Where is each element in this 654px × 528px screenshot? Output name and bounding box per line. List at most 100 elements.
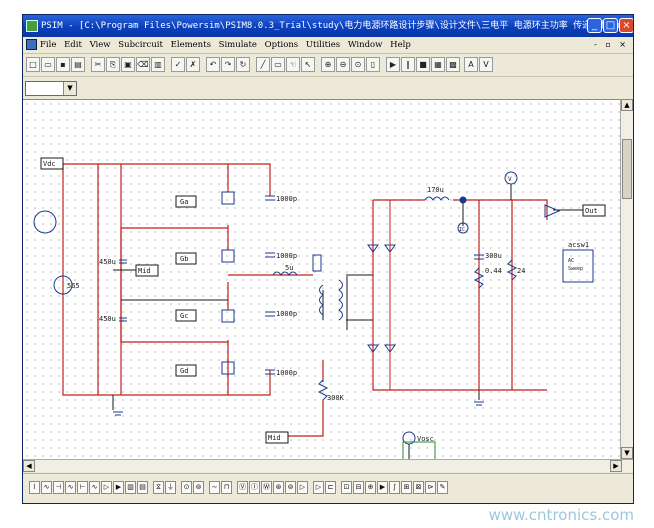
switch-c-icon[interactable]	[221, 309, 235, 323]
element-text-icon[interactable]: ✎	[437, 481, 448, 494]
menu-file[interactable]: File	[40, 40, 57, 50]
element-limiter-icon[interactable]: ⊏	[325, 481, 336, 494]
wire-icon[interactable]: ╱	[256, 57, 270, 72]
element-rl-icon[interactable]: ∿	[65, 481, 76, 494]
voltage-probe-icon[interactable]	[504, 171, 518, 185]
scroll-right-icon[interactable]: ▶	[610, 460, 622, 472]
scroll-down-icon[interactable]: ▼	[621, 447, 633, 459]
maximize-button[interactable]: □	[603, 18, 618, 33]
element-gating-icon[interactable]: ⊡	[341, 481, 352, 494]
copy-icon[interactable]: ⎘	[106, 57, 120, 72]
element-wprobe-icon[interactable]: Ⓦ	[261, 481, 272, 494]
element-sum-icon[interactable]: ⊕	[365, 481, 376, 494]
element-inductor-icon[interactable]: ∿	[41, 481, 52, 494]
text-tool-button[interactable]: A	[464, 57, 478, 72]
element-capacitor-icon[interactable]: ⊣	[53, 481, 64, 494]
menu-subcircuit[interactable]: Subcircuit	[118, 40, 163, 50]
vertical-scroll-thumb[interactable]	[622, 139, 632, 199]
element-integrator-icon[interactable]: ∫	[389, 481, 400, 494]
cancel-icon[interactable]: ✗	[186, 57, 200, 72]
page-icon[interactable]: ▯	[366, 57, 380, 72]
element-meter-icon[interactable]: ⊛	[273, 481, 284, 494]
element-ground-icon[interactable]: ⏚	[165, 481, 176, 494]
mdi-controls[interactable]: - ▫ ×	[594, 40, 629, 49]
transformer-secondary-icon[interactable]	[338, 279, 343, 321]
gc-label-box[interactable]	[175, 309, 197, 322]
out-label-box[interactable]	[582, 204, 606, 217]
graph-icon[interactable]: ▩	[446, 57, 460, 72]
label-icon[interactable]: ▭	[271, 57, 285, 72]
switch-a-icon[interactable]	[221, 191, 235, 205]
run-simulation-icon[interactable]: ▶	[386, 57, 400, 72]
print-icon[interactable]: ▤	[71, 57, 85, 72]
close-button[interactable]: ×	[619, 18, 633, 33]
minimize-button[interactable]: _	[587, 18, 602, 33]
element-comparator-icon[interactable]: ▷	[313, 481, 324, 494]
menu-window[interactable]: Window	[347, 40, 383, 50]
element-flag-icon[interactable]: ▷	[297, 481, 308, 494]
element-ac-sweep-icon[interactable]: ⊞	[401, 481, 412, 494]
element-vsource-icon[interactable]: ⊙	[181, 481, 192, 494]
title-bar[interactable]: PSIM - [C:\Program Files\Powersim\PSIM8.…	[23, 15, 633, 37]
element-param-icon[interactable]: ⊠	[413, 481, 424, 494]
zoom-out-icon[interactable]: ⊖	[336, 57, 350, 72]
pointer-icon[interactable]: ↖	[301, 57, 315, 72]
menu-view[interactable]: View	[89, 40, 111, 50]
scroll-left-icon[interactable]: ◀	[23, 460, 35, 472]
chevron-down-icon[interactable]: ▼	[63, 82, 76, 95]
horizontal-scrollbar[interactable]: ◀ ▶	[23, 459, 633, 472]
voltage-probe-button[interactable]: V	[479, 57, 493, 72]
hand-icon[interactable]: ☜	[286, 57, 300, 72]
blocking-resistor-icon[interactable]	[317, 379, 329, 401]
element-combo[interactable]: ▼	[25, 81, 77, 96]
transformer-primary-icon[interactable]	[319, 284, 324, 316]
element-rlc-icon[interactable]: ∿	[89, 481, 100, 494]
new-file-icon[interactable]: □	[26, 57, 40, 72]
element-isource-icon[interactable]: ⊚	[193, 481, 204, 494]
menu-utilities[interactable]: Utilities	[305, 40, 341, 50]
dc-source-icon[interactable]	[53, 275, 73, 295]
clipboard-icon[interactable]: ▥	[151, 57, 165, 72]
switch-d-icon[interactable]	[221, 361, 235, 375]
zoom-fit-icon[interactable]: ⊙	[351, 57, 365, 72]
element-resistor-icon[interactable]: ⌇	[29, 481, 40, 494]
output-inductor-icon[interactable]	[424, 196, 450, 201]
clock-source-icon[interactable]	[33, 210, 57, 234]
element-igbt-icon[interactable]: ▤	[137, 481, 148, 494]
element-thyristor-icon[interactable]: ▶	[113, 481, 124, 494]
element-diode-icon[interactable]: ▷	[101, 481, 112, 494]
open-file-icon[interactable]: ▭	[41, 57, 55, 72]
simview-icon[interactable]: ▦	[431, 57, 445, 72]
buffer-icon[interactable]	[544, 204, 561, 218]
menu-simulate[interactable]: Simulate	[218, 40, 257, 50]
redo-icon[interactable]: ↷	[221, 57, 235, 72]
pause-icon[interactable]: ∥	[401, 57, 415, 72]
element-mosfet-icon[interactable]: ▥	[125, 481, 136, 494]
element-sine-icon[interactable]: ∼	[209, 481, 220, 494]
element-iprobe-icon[interactable]: Ⓘ	[249, 481, 260, 494]
undo-icon[interactable]: ↶	[206, 57, 220, 72]
schematic-canvas[interactable]: Vdc 565 450u 450u Mid Ga Gb Gc Gd 1000p …	[23, 99, 621, 500]
gb-label-box[interactable]	[175, 252, 197, 265]
mid-label-box[interactable]	[135, 264, 159, 277]
delete-icon[interactable]: ⌫	[136, 57, 150, 72]
switch-b-icon[interactable]	[221, 249, 235, 263]
element-gain-icon[interactable]: ▶	[377, 481, 388, 494]
element-vprobe-icon[interactable]: Ⓥ	[237, 481, 248, 494]
menu-options[interactable]: Options	[264, 40, 299, 50]
paste-icon[interactable]: ▣	[121, 57, 135, 72]
element-rc-icon[interactable]: ⊢	[77, 481, 88, 494]
load-resistor-icon[interactable]	[506, 259, 518, 281]
resonant-inductor-icon[interactable]	[272, 271, 298, 276]
element-scope-icon[interactable]: ⊚	[285, 481, 296, 494]
element-transformer-icon[interactable]: ⧖	[153, 481, 164, 494]
stop-icon[interactable]: ■	[416, 57, 430, 72]
current-probe-icon[interactable]	[312, 254, 322, 272]
mid2-label-box[interactable]	[265, 431, 289, 444]
ac-sweep-block[interactable]	[562, 249, 594, 283]
check-icon[interactable]: ✓	[171, 57, 185, 72]
zoom-in-icon[interactable]: ⊕	[321, 57, 335, 72]
cut-icon[interactable]: ✂	[91, 57, 105, 72]
vertical-scrollbar[interactable]: ▲ ▼	[620, 99, 633, 459]
diode-3-icon[interactable]	[367, 344, 379, 353]
